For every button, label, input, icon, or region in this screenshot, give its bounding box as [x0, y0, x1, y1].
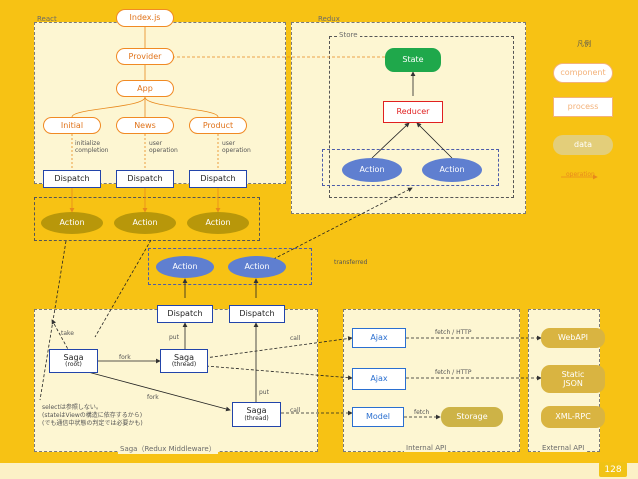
note-initialize-line2: completion: [75, 147, 109, 155]
redux-panel-label: Redux: [318, 15, 340, 23]
put-label-2: put: [259, 389, 269, 396]
note-product-line1: user: [222, 140, 236, 147]
legend-component: component: [553, 63, 613, 83]
footer-bar: [0, 463, 638, 479]
transferred-action-2: Action: [228, 256, 286, 278]
saga-thread-2-node: Saga (thread): [232, 402, 281, 427]
product-node: Product: [189, 117, 247, 134]
fetch-label-2: fetch / HTTP: [435, 369, 472, 376]
redux-action-2: Action: [422, 158, 482, 182]
saga-thread-2-title: Saga: [246, 406, 267, 416]
take-label: take: [61, 330, 74, 337]
put-label-1: put: [169, 334, 179, 341]
saga-panel: [34, 309, 318, 452]
note-news-line2: operation: [149, 147, 178, 155]
saga-note: selectは参照しない。 (stateはViewの構造に依存するから) (でも…: [42, 404, 143, 428]
webapi-node: WebAPI: [541, 328, 605, 348]
saga-thread-1-sub: (thread): [171, 361, 197, 369]
static-json-line1: Static: [561, 369, 585, 379]
fork-label-1: fork: [119, 354, 131, 361]
provider-node: Provider: [116, 48, 174, 65]
saga-dispatch-1: Dispatch: [157, 305, 213, 323]
xml-rpc-node: XML-RPC: [541, 406, 605, 428]
redux-action-group: [322, 149, 499, 186]
initial-node: Initial: [43, 117, 101, 134]
note-product: user operation: [222, 140, 251, 154]
fetch-label-3: fetch: [414, 409, 430, 416]
store-label: Store: [337, 31, 360, 39]
saga-root-node: Saga (root): [49, 349, 98, 373]
transferred-label: transferred: [334, 259, 368, 266]
redux-action-1: Action: [342, 158, 402, 182]
saga-panel-label: Saga（Redux Middleware）: [118, 444, 218, 454]
index-js-node: Index.js: [116, 9, 174, 27]
dispatch-initial: Dispatch: [43, 170, 101, 188]
saga-note-line1: selectは参照しない。: [42, 404, 102, 411]
dispatch-product: Dispatch: [189, 170, 247, 188]
note-initialize-line1: initialize: [75, 140, 101, 147]
react-action-group: [34, 197, 260, 241]
legend-process: process: [553, 97, 613, 117]
static-json-line2: JSON: [563, 379, 583, 388]
saga-note-line2: (stateはViewの構造に依存するから): [42, 412, 143, 420]
transferred-action-1: Action: [156, 256, 214, 278]
react-action-3: Action: [187, 212, 249, 234]
ajax-node-2: Ajax: [352, 368, 406, 390]
saga-thread-2-sub: (thread): [244, 414, 269, 422]
fork-label-2: fork: [147, 394, 159, 401]
react-action-1: Action: [41, 212, 103, 234]
saga-root-sub: (root): [65, 361, 82, 369]
storage-node: Storage: [441, 407, 503, 427]
note-initialize: initialize completion: [75, 140, 108, 154]
saga-root-title: Saga: [63, 352, 84, 362]
transferred-action-group: [148, 248, 312, 285]
note-news-line1: user: [149, 140, 163, 147]
fetch-label-1: fetch / HTTP: [435, 329, 472, 336]
note-news: user operation: [149, 140, 178, 154]
static-json-node: Static JSON: [541, 365, 605, 393]
ajax-node-1: Ajax: [352, 328, 406, 348]
legend-title: 凡例: [577, 40, 591, 48]
saga-note-line3: (でも通信中状態の判定では必要かも): [42, 420, 143, 428]
saga-dispatch-2: Dispatch: [229, 305, 285, 323]
saga-thread-1-node: Saga (thread): [160, 349, 208, 373]
saga-thread-1-title: Saga: [174, 352, 194, 362]
call-label-1: call: [290, 335, 301, 342]
app-node: App: [116, 80, 174, 97]
legend-operation: operation: [566, 171, 595, 178]
model-node: Model: [352, 407, 404, 427]
reducer-node: Reducer: [383, 101, 443, 123]
internal-api-label: Internal API: [404, 444, 449, 452]
dispatch-news: Dispatch: [116, 170, 174, 188]
state-node: State: [385, 48, 441, 72]
store-box: [329, 36, 514, 198]
react-action-2: Action: [114, 212, 176, 234]
legend-data: data: [553, 135, 613, 155]
note-product-line2: operation: [222, 147, 251, 155]
external-api-label: External API: [540, 444, 587, 452]
call-label-2: call: [290, 407, 301, 414]
react-panel-label: React: [37, 15, 57, 23]
news-node: News: [116, 117, 174, 134]
page-number: 128: [599, 462, 627, 477]
